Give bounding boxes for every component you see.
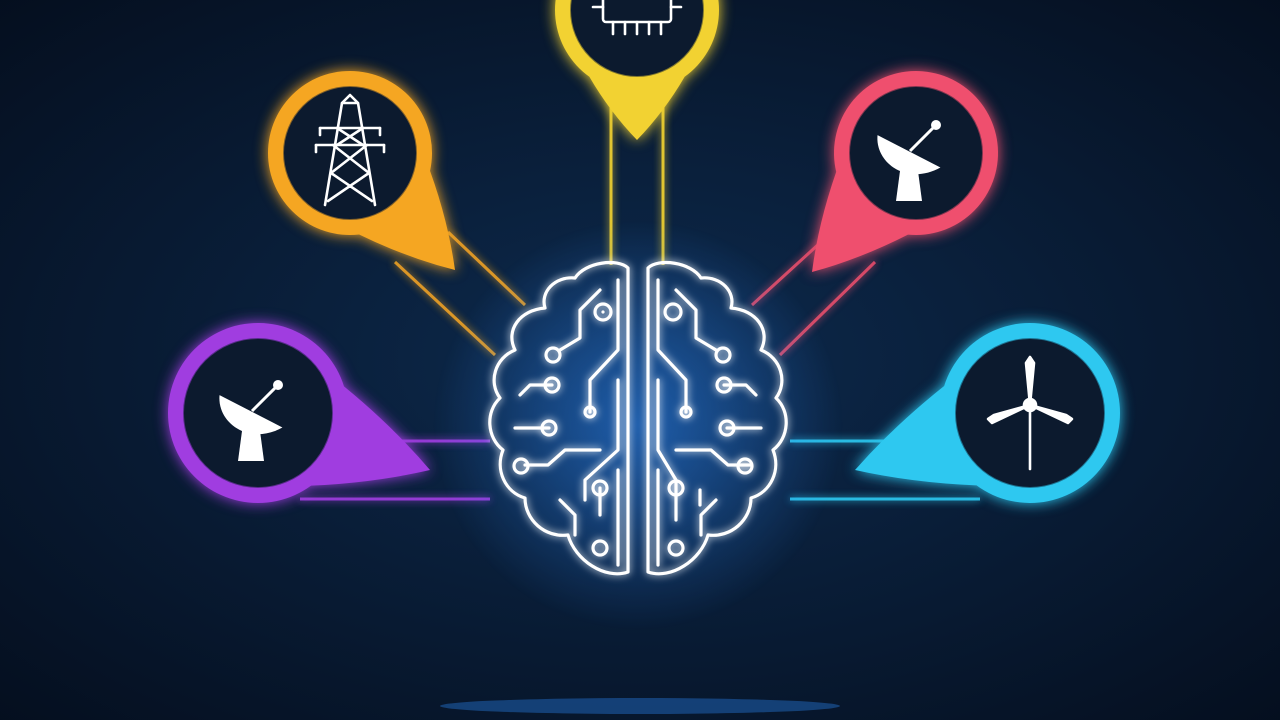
brain-left-hemisphere [488, 260, 630, 576]
microchip-icon [591, 0, 683, 36]
pin-ring-computing [569, 0, 705, 78]
satellite-dish-icon [877, 120, 941, 201]
transmission-tower-icon [314, 93, 386, 207]
brain-right-hemisphere [646, 260, 788, 576]
pin-disc-power-grid [283, 86, 417, 220]
satellite-dish-icon [219, 380, 283, 461]
pin-ring-satellite [182, 337, 334, 489]
node-pin-computing [555, 0, 719, 140]
brain-halo [433, 220, 843, 630]
node-pin-telecom [812, 70, 998, 272]
node-pin-renewables [855, 323, 1121, 503]
node-pins [168, 0, 1121, 503]
pin-ring-power-grid [282, 85, 418, 221]
wind-turbine-icon [986, 355, 1074, 471]
pin-disc-telecom [849, 86, 983, 220]
circuit-brain-icon [433, 220, 843, 630]
pin-ring-telecom [848, 85, 984, 221]
node-pin-satellite [168, 323, 430, 503]
node-pin-power-grid [268, 70, 455, 270]
pin-disc-satellite [183, 338, 333, 488]
floor-glow [440, 698, 840, 714]
pin-ring-renewables [954, 337, 1106, 489]
circuit-nodes [512, 302, 754, 557]
